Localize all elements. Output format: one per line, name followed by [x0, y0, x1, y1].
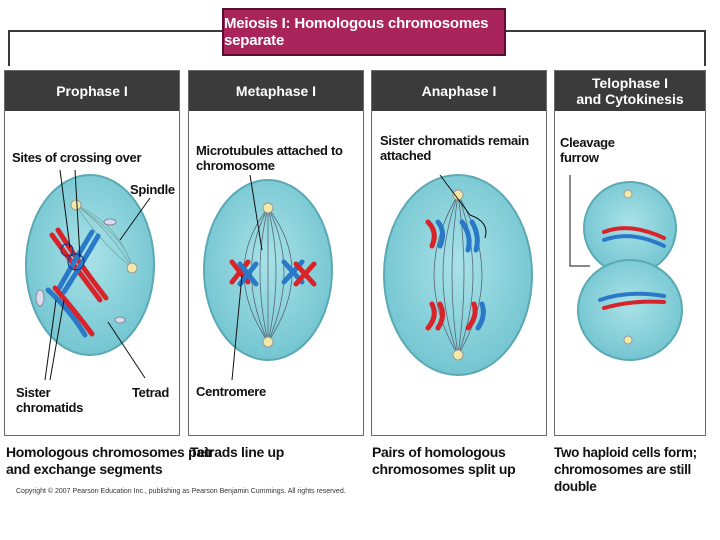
telophase-centrosome-bottom — [623, 335, 633, 345]
frame-left — [8, 30, 10, 66]
anaphase-centrosome-bottom — [452, 349, 464, 361]
caption-telophase-i: Two haploid cells form; chromosomes are … — [554, 445, 697, 494]
label-sister-chromatids: Sister chromatids — [16, 385, 84, 415]
frame-top-right — [506, 30, 706, 32]
label-cleavage-furrow: Cleavage furrow — [560, 135, 615, 165]
prophase-spindle-fibers — [75, 204, 133, 269]
telophase-centrosome-top — [623, 189, 633, 199]
label-sister-chromatids-remain-attached: Sister chromatids remain attached — [380, 133, 529, 163]
frame-right — [704, 30, 706, 66]
metaphase-centrosome-bottom — [262, 336, 274, 348]
label-microtubules: Microtubules attached to chromosome — [196, 143, 343, 173]
vesicle — [103, 218, 117, 226]
anaphase-centrosome-top — [452, 189, 464, 201]
vesicle — [35, 289, 45, 307]
prophase-chromosomes — [45, 227, 109, 338]
frame-top-left — [8, 30, 222, 32]
anaphase-spindle-fibers — [433, 194, 483, 356]
prophase-centrosome-top — [70, 199, 82, 211]
caption-metaphase-i: Tetrads line up — [190, 444, 285, 460]
prophase-cell — [25, 174, 155, 356]
panel-heading-prophase-i: Prophase I — [5, 71, 179, 111]
anaphase-cell — [383, 174, 533, 376]
cleavage-pointer-line — [569, 175, 590, 267]
panel-heading-metaphase-i: Metaphase I — [189, 71, 363, 111]
anaphase-chromosomes — [425, 219, 486, 331]
caption-prophase-i: Homologous chromosomes pair and exchange… — [6, 444, 213, 477]
crossing-site-2 — [60, 243, 74, 257]
prophase-centrosome-right — [126, 262, 138, 274]
metaphase-pointer-lines — [231, 174, 263, 381]
panel-heading-telophase-i: Telophase I and Cytokinesis — [555, 71, 705, 111]
metaphase-centrosome-top — [262, 202, 274, 214]
panel-heading-anaphase-i: Anaphase I — [372, 71, 546, 111]
crossing-site-1 — [67, 253, 85, 271]
label-tetrad: Tetrad — [132, 385, 169, 400]
anaphase-pointer-line — [439, 174, 487, 239]
label-sites-of-crossing-over: Sites of crossing over — [12, 150, 142, 165]
telophase-chromosomes — [598, 226, 666, 310]
label-centromere: Centromere — [196, 384, 266, 399]
prophase-pointer-lines — [44, 169, 151, 381]
telophase-cell-bottom — [577, 259, 683, 361]
label-spindle: Spindle — [130, 182, 175, 197]
metaphase-chromosomes — [229, 259, 317, 287]
caption-anaphase-i: Pairs of homologous chromosomes split up — [372, 444, 516, 477]
vesicle — [114, 316, 126, 324]
copyright-notice: Copyright © 2007 Pearson Education Inc.,… — [16, 488, 346, 495]
diagram-title: Meiosis I: Homologous chromosomes separa… — [222, 8, 506, 56]
